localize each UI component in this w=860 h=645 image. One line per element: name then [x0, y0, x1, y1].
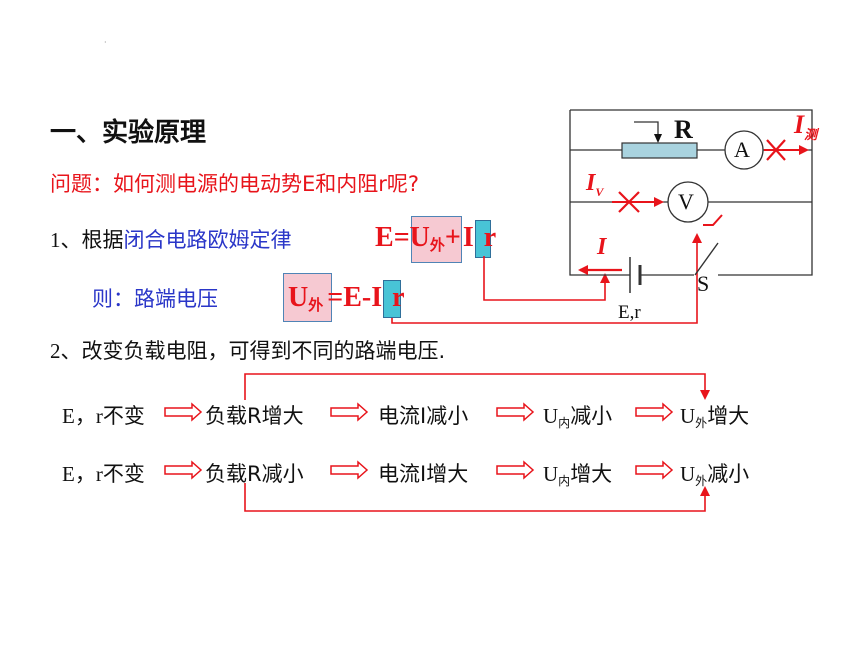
slider-arrow-head	[654, 134, 662, 143]
eq2-r: r	[392, 282, 405, 313]
eq1-r: r	[483, 222, 497, 253]
rheostat-icon	[621, 142, 698, 159]
step1-number: 1、	[50, 228, 82, 252]
label-R: R	[674, 115, 693, 144]
circuit-wire	[570, 109, 813, 276]
implies-arrows-row1	[164, 402, 674, 422]
eq2-E: E	[343, 282, 362, 313]
i-box-2	[383, 280, 401, 318]
chain2-a: E，r不变	[62, 462, 145, 486]
eq2-minus: -	[361, 282, 372, 313]
eq1-equals: =	[393, 222, 410, 253]
voltmeter-icon	[667, 181, 709, 223]
label-I-v: IV	[586, 170, 604, 199]
chain1-d: U内减小	[543, 404, 613, 430]
chain1-a: E，r不变	[62, 404, 145, 428]
eq2-U-sub: 外	[308, 298, 324, 314]
chain1-b: 负载R增大	[205, 404, 304, 428]
implies-arrow	[496, 402, 535, 422]
implies-arrow	[635, 460, 674, 480]
label-A: A	[734, 137, 750, 162]
step1b-line: 则：路端电压	[92, 287, 218, 311]
eq1-plus: +	[444, 222, 461, 253]
eq1-E: E	[375, 222, 394, 253]
implies-arrow	[635, 402, 674, 422]
u-connector	[391, 233, 702, 324]
chain2-c: 电流I增大	[378, 462, 469, 486]
eq1-I: I	[462, 222, 474, 253]
step2-line: 2、改变负载电阻，可得到不同的路端电压.	[50, 335, 445, 365]
ammeter-icon	[724, 130, 764, 170]
switch-icon	[694, 242, 719, 276]
implies-arrow	[330, 460, 369, 480]
chain2-d: U内增大	[543, 462, 613, 488]
eq1-U-sub: 外	[429, 238, 445, 254]
question-text: 问题：如何测电源的电动势E和内阻r呢?	[50, 172, 420, 196]
cross-mark	[766, 139, 786, 161]
u-out-box-1	[411, 216, 462, 263]
u-out-box-2	[283, 273, 332, 322]
bracket-top	[244, 373, 710, 400]
implies-arrows-row2	[164, 460, 674, 480]
section-heading: 一、实验原理	[50, 118, 207, 148]
label-V: V	[678, 189, 694, 214]
label-Er: E,r	[618, 302, 641, 323]
step1-law: 闭合电路欧姆定律	[123, 228, 292, 252]
step1-line: 1、根据闭合电路欧姆定律	[50, 224, 292, 254]
eq2-equals: =	[327, 282, 344, 313]
i-box-1	[475, 220, 491, 258]
implies-arrow	[164, 460, 203, 480]
circuit-diagram	[569, 109, 813, 276]
implies-arrow	[164, 402, 203, 422]
top-dot: ·	[104, 38, 107, 47]
chain2-b: 负载R减小	[205, 462, 304, 486]
eq2-U: U	[288, 282, 309, 313]
i-connector	[483, 256, 610, 301]
bracket-bottom	[244, 483, 710, 512]
eq1-U: U	[409, 222, 430, 253]
cross-marks	[618, 139, 786, 213]
voltmeter-mark	[703, 214, 723, 226]
implies-arrow	[496, 460, 535, 480]
chain1-e: U外增大	[680, 404, 750, 430]
label-S: S	[697, 271, 710, 296]
cross-mark	[618, 191, 640, 213]
step2-number: 2、	[50, 339, 82, 363]
chain1-c: 电流I减小	[378, 404, 469, 428]
eq2-I: I	[371, 282, 383, 313]
step2-text: 改变负载电阻，可得到不同的路端电压.	[81, 339, 446, 363]
rheostat-slider	[634, 121, 659, 137]
implies-arrow	[330, 402, 369, 422]
label-I-total: I	[597, 234, 607, 260]
circuit-wire	[569, 110, 630, 276]
label-I-meas: I测	[794, 110, 818, 142]
step1-prefix: 根据	[81, 228, 124, 252]
chain2-e: U外减小	[680, 462, 750, 488]
